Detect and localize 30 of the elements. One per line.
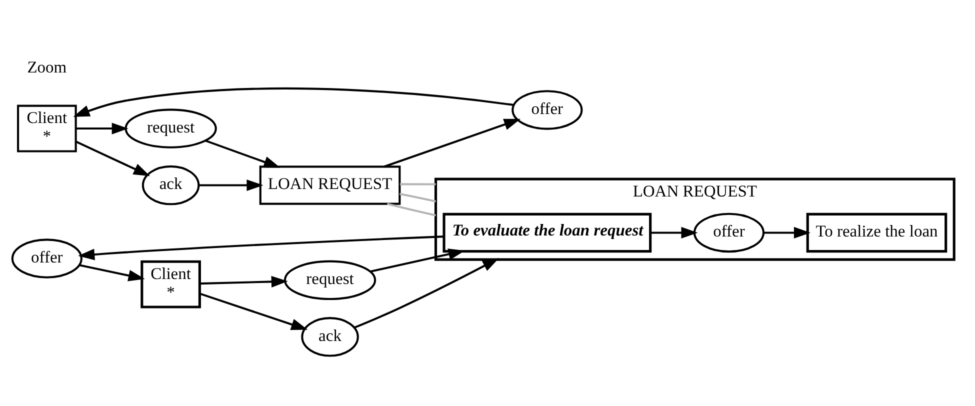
node-box: To evaluate the loan request [442, 212, 652, 253]
connector [387, 202, 436, 216]
connector [400, 183, 436, 186]
arrow [78, 236, 444, 260]
connector [400, 192, 436, 202]
node-ellipse: offer [512, 90, 583, 130]
arrow [384, 118, 521, 168]
node-box: LOAN REQUEST [259, 166, 401, 205]
arrow [79, 264, 145, 282]
arrow [198, 179, 264, 192]
node-ellipse: offer [693, 212, 765, 253]
node-box: To realize the loan [806, 212, 948, 253]
label: Zoom [27, 58, 67, 77]
arrow [370, 248, 465, 272]
arrow [205, 140, 280, 168]
node-box: Client * [17, 104, 77, 152]
arrow [75, 140, 150, 176]
arrow [650, 226, 698, 239]
node-ellipse: request [124, 108, 217, 148]
node-box: Client * [140, 260, 201, 308]
node-ellipse: request [284, 260, 376, 300]
node-ellipse: ack [301, 317, 359, 357]
node-ellipse: offer [11, 238, 82, 278]
node-ellipse: ack [142, 165, 200, 206]
arrow [763, 226, 810, 239]
arrow [200, 292, 308, 330]
arrow [73, 88, 514, 117]
arrow [76, 122, 128, 134]
arrow [200, 276, 288, 288]
arrow [354, 258, 500, 329]
